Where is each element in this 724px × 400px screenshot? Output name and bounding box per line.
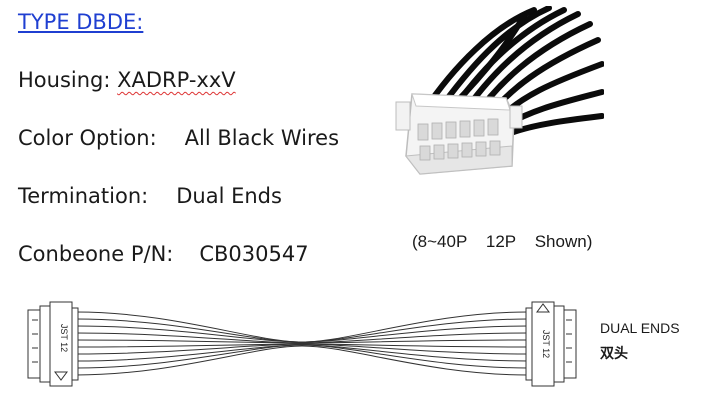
right-connector-marking: JST 12	[541, 330, 551, 358]
dual-ends-label: DUAL ENDS	[600, 320, 680, 336]
right-connector	[525, 301, 577, 387]
connector-housing	[395, 93, 523, 175]
termination-line: Termination: Dual Ends	[18, 184, 282, 208]
pn-label: Conbeone P/N:	[18, 242, 174, 266]
dual-ends-label-cn: 双头	[600, 346, 628, 362]
housing-label: Housing:	[18, 68, 118, 92]
type-title: TYPE DBDE:	[18, 10, 144, 34]
pn-value: CB030547	[199, 242, 309, 266]
photo-caption: (8~40P 12P Shown)	[412, 232, 593, 251]
part-number-line: Conbeone P/N: CB030547	[18, 242, 309, 266]
connector-photo	[395, 6, 604, 175]
color-label: Color Option:	[18, 126, 157, 150]
color-line: Color Option: All Black Wires	[18, 126, 339, 150]
cable-wires	[75, 311, 529, 376]
termination-value: Dual Ends	[176, 184, 282, 208]
left-connector	[27, 301, 79, 387]
cable-diagram: JST 12 JST 12	[27, 301, 577, 387]
termination-label: Termination:	[18, 184, 149, 208]
left-connector-marking: JST 12	[59, 324, 69, 352]
housing-line: Housing: XADRP-xxV	[18, 68, 236, 92]
housing-value: XADRP-xxV	[117, 68, 236, 92]
color-value: All Black Wires	[184, 126, 340, 150]
